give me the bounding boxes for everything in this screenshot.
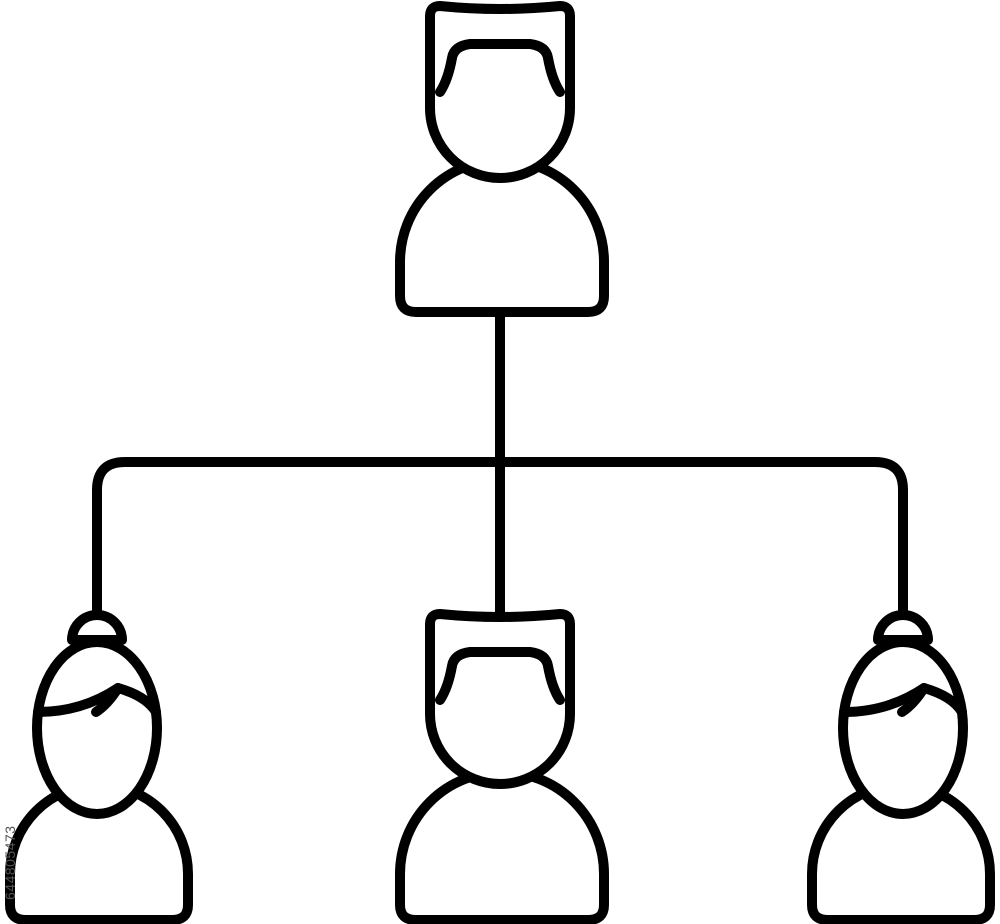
person-male-icon xyxy=(395,609,609,924)
person-female-icon xyxy=(5,610,193,924)
stock-id-watermark: 644805473 xyxy=(2,825,18,900)
connector-horizontal-bar xyxy=(92,457,908,617)
person-male-icon xyxy=(395,1,609,317)
connector-lines xyxy=(92,307,908,617)
person-female-icon xyxy=(807,610,995,924)
